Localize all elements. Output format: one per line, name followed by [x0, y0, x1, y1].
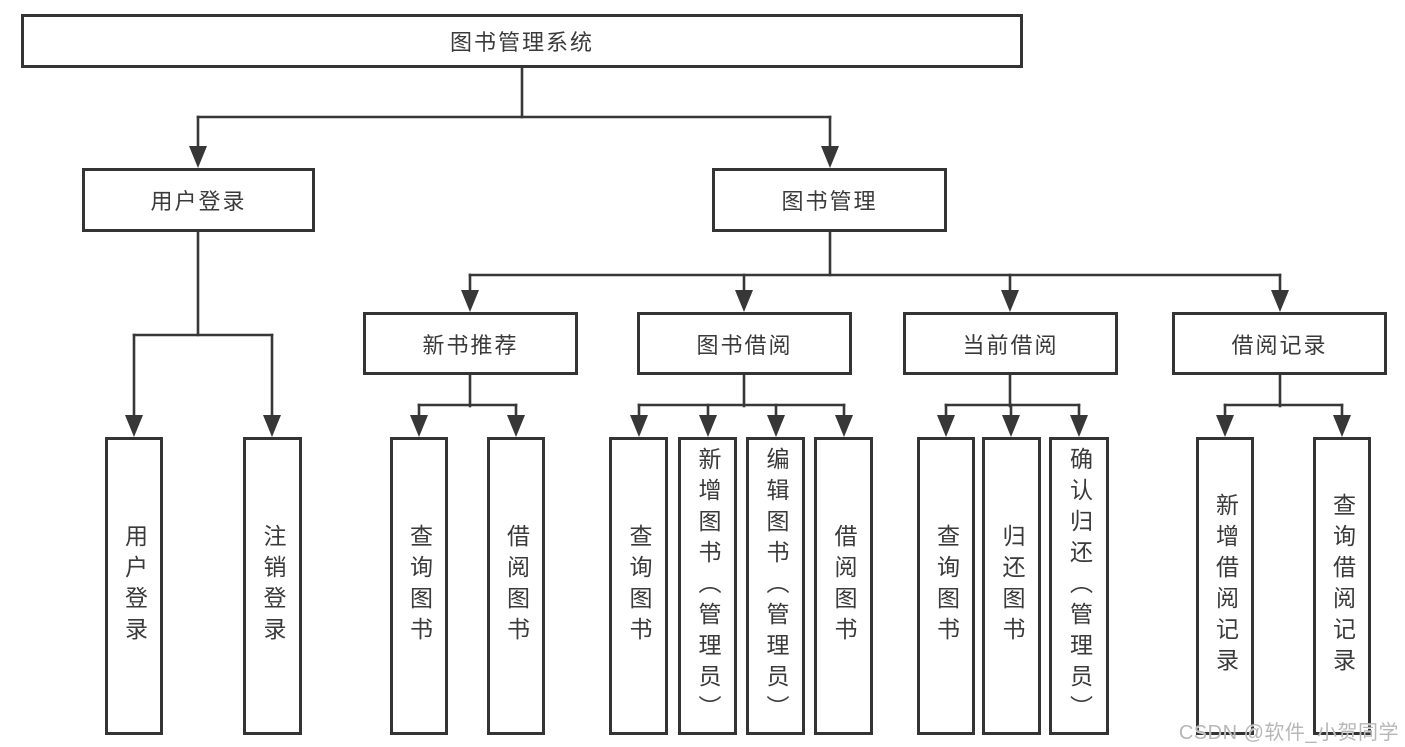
leaf-return-books: 归还图书 [982, 437, 1041, 735]
node-user-login: 用户登录 [82, 168, 315, 232]
leaf-query-books: 查询图书 [917, 437, 975, 735]
leaf-logout: 注销登录 [243, 437, 302, 735]
leaf-add-borrow-record: 新增借阅记录 [1196, 437, 1254, 735]
node-borrowing-records: 借阅记录 [1172, 312, 1387, 375]
leaf-borrow-books: 借阅图书 [487, 437, 545, 735]
node-label: 当前借阅 [962, 332, 1059, 358]
leaf-user-login: 用户登录 [105, 437, 163, 735]
leaf-label: 注销登录 [260, 524, 286, 648]
leaf-confirm-return-admin: 确认归还（管理员） [1049, 437, 1109, 735]
leaf-label: 新增图书（管理员） [695, 446, 721, 726]
leaf-label: 查询图书 [626, 524, 652, 648]
node-label: 图书借阅 [696, 332, 793, 358]
leaf-label: 借阅图书 [831, 524, 857, 648]
leaf-query-books: 查询图书 [390, 437, 448, 735]
node-label: 用户登录 [150, 189, 247, 214]
leaf-label: 新增借阅记录 [1212, 493, 1239, 679]
node-label: 图书管理 [781, 189, 878, 214]
node-current-borrowing: 当前借阅 [903, 312, 1118, 375]
node-label: 借阅记录 [1231, 332, 1328, 358]
leaf-label: 确认归还（管理员） [1066, 446, 1093, 726]
leaf-label: 借阅图书 [503, 524, 530, 648]
leaf-edit-books-admin: 编辑图书（管理员） [746, 437, 805, 735]
node-book-management-system: 图书管理系统 [21, 14, 1023, 68]
leaf-label: 编辑图书（管理员） [763, 446, 789, 726]
leaf-label: 查询图书 [406, 524, 433, 648]
node-new-book-recommendation: 新书推荐 [363, 312, 578, 375]
node-book-borrowing: 图书借阅 [637, 312, 852, 375]
leaf-query-books: 查询图书 [609, 437, 668, 735]
csdn-watermark: CSDN @软件_小贺同学 [1178, 722, 1399, 744]
leaf-label: 查询借阅记录 [1329, 493, 1356, 679]
leaf-add-books-admin: 新增图书（管理员） [678, 437, 737, 735]
leaf-label: 用户登录 [121, 524, 148, 648]
node-label: 新书推荐 [422, 332, 519, 358]
leaf-label: 查询图书 [933, 524, 960, 648]
node-book-management: 图书管理 [712, 168, 947, 232]
leaf-label: 归还图书 [999, 524, 1025, 648]
leaf-query-borrow-record: 查询借阅记录 [1313, 437, 1371, 735]
node-label: 图书管理系统 [449, 30, 594, 55]
leaf-borrow-books: 借阅图书 [814, 437, 873, 735]
